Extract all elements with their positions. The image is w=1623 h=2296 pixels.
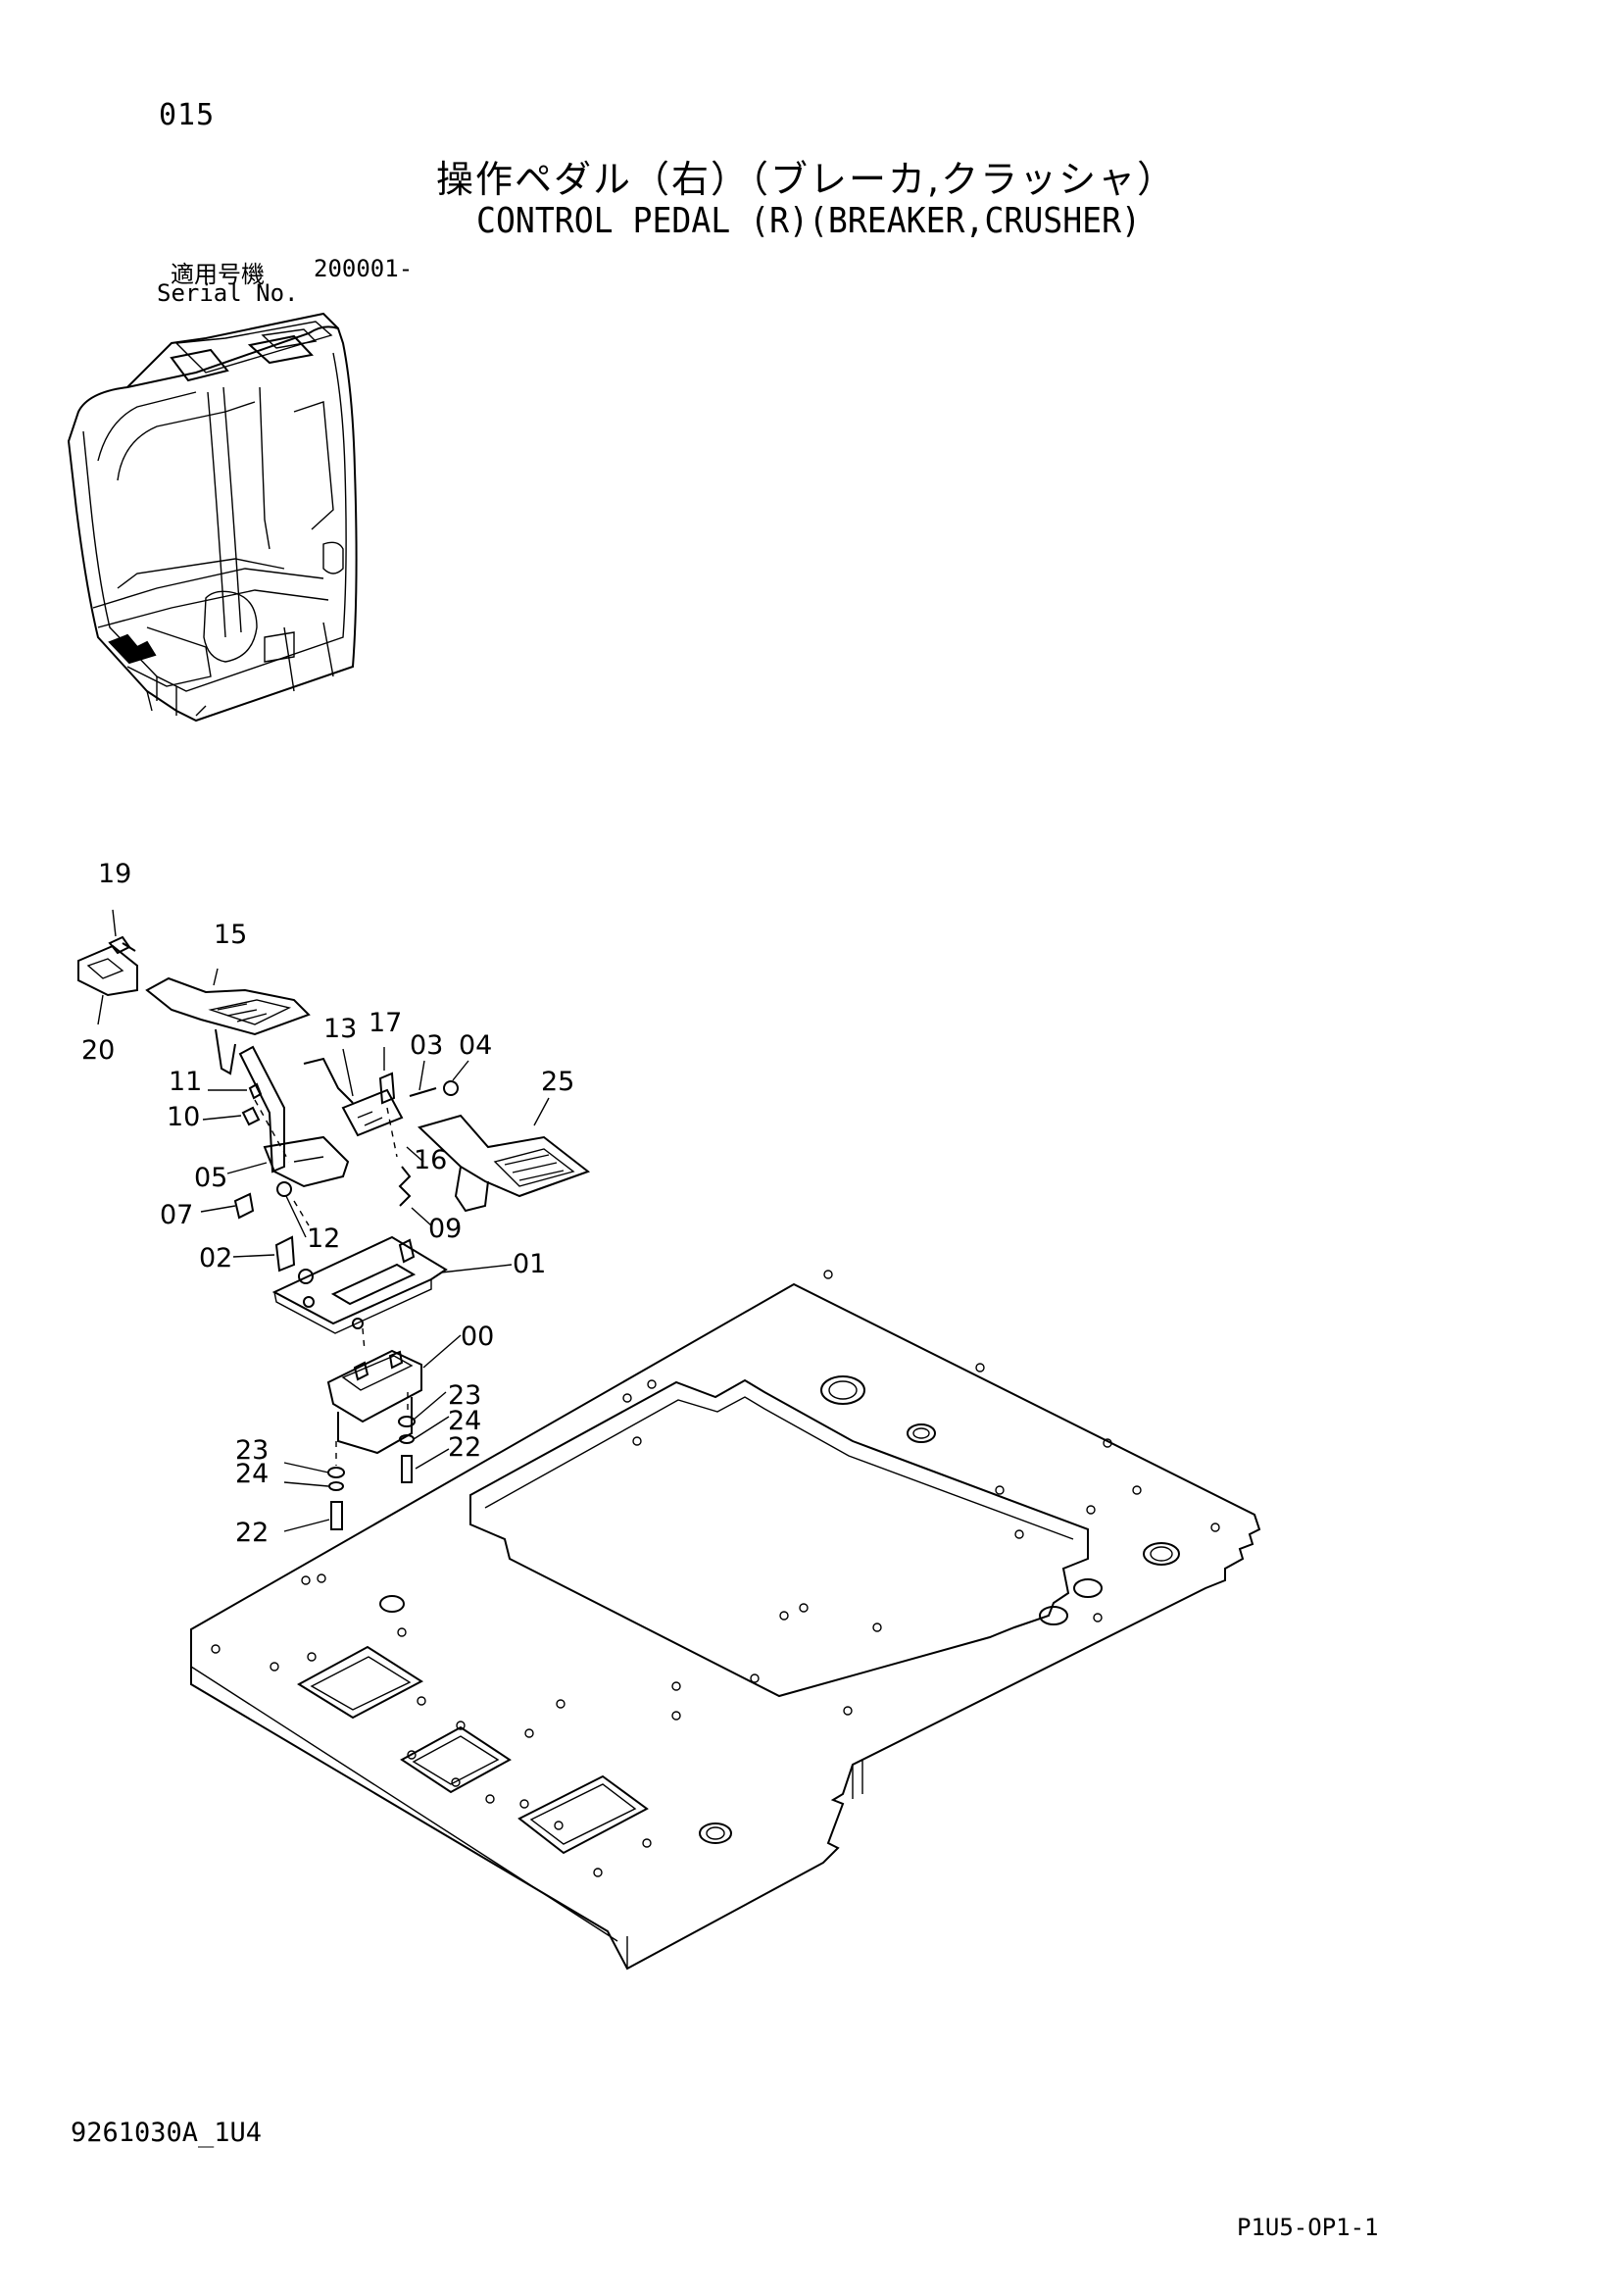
callout-01: 01 [513,1249,546,1279]
callout-23-left: 23 [235,1435,269,1466]
callout-09: 09 [428,1214,462,1244]
callout-11: 11 [169,1067,202,1097]
callout-07: 07 [160,1200,193,1230]
callout-15: 15 [214,920,247,950]
sheet-code: P1U5-OP1-1 [1237,2214,1379,2241]
page-number: 015 [159,98,216,132]
callout-leaders [97,909,550,1532]
document-code: 9261030A_1U4 [71,2118,263,2148]
serial-label-english: Serial No. [157,279,299,307]
pedal-assembly-parts [77,935,591,1530]
callout-05: 05 [194,1163,227,1193]
callout-20: 20 [81,1035,115,1066]
callout-17: 17 [369,1008,402,1038]
callout-13: 13 [323,1014,357,1044]
callout-24-left: 24 [235,1459,269,1489]
callout-02: 02 [199,1243,232,1273]
serial-label-japanese: 適用号機 [171,261,265,288]
floor-plate [190,1270,1261,1971]
callout-12: 12 [307,1223,340,1254]
callout-24-right: 24 [448,1406,481,1436]
callout-22-right: 22 [448,1432,481,1463]
callout-22-left: 22 [235,1518,269,1548]
page-title-japanese: 操作ペダル（右）（ブレーカ,クラッシャ） [436,158,1177,201]
page-title-english: CONTROL PEDAL (R)(BREAKER,CRUSHER) [476,201,1141,241]
callout-16: 16 [414,1145,447,1175]
callout-10: 10 [167,1102,200,1132]
callout-23-right: 23 [448,1380,481,1411]
callout-19: 19 [98,859,131,889]
serial-number-value: 200001- [314,255,414,282]
callout-25: 25 [541,1067,574,1097]
callout-labels: 19 15 20 13 17 03 04 25 11 10 16 05 07 1… [81,859,574,1548]
callout-04: 04 [459,1030,492,1061]
callout-03: 03 [410,1030,443,1061]
cab-overview-illustration [67,312,358,723]
callout-00: 00 [461,1322,494,1352]
